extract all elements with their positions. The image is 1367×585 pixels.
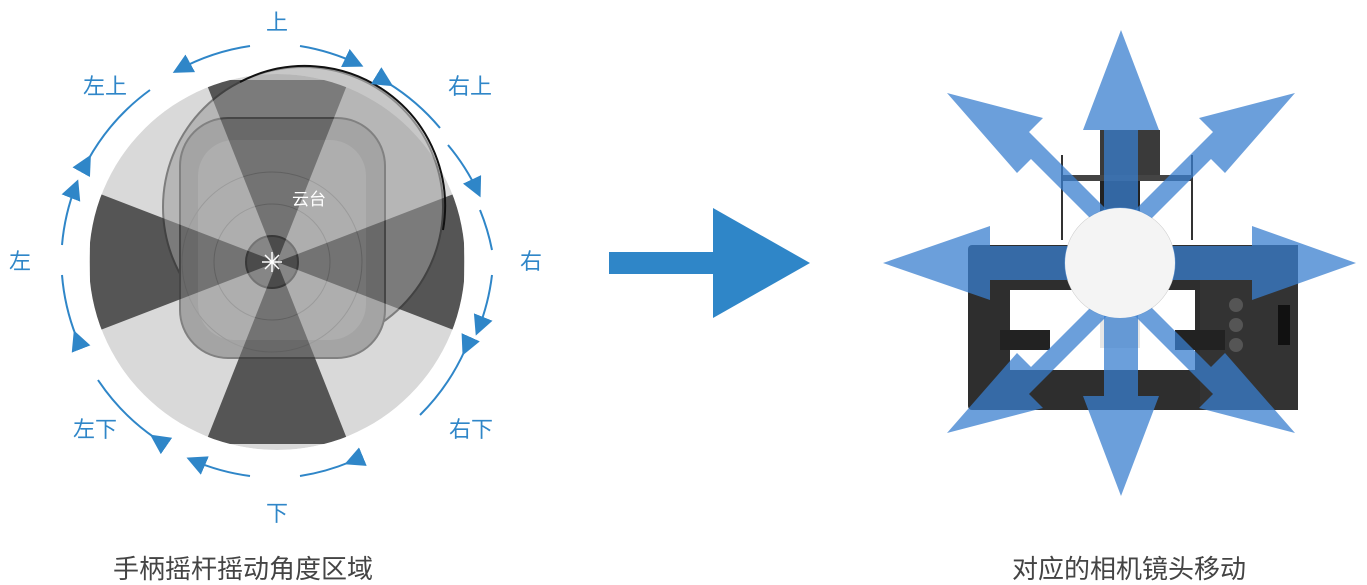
arrow-right-icon: [609, 208, 810, 318]
joystick-zone-diagram: 云台: [9, 11, 542, 585]
label-up-right: 右上: [448, 75, 492, 100]
gimbal-handle-image: [162, 66, 444, 359]
arrow-up-left: [947, 93, 1128, 256]
gimbal-lens: [1065, 208, 1175, 318]
camera-movement-diagram: 对应的相机镜头移动: [883, 30, 1356, 585]
ring-arc-bottom-right: [299, 447, 367, 477]
ring-arc-right-upper: [447, 144, 482, 198]
device-outline-arc: [239, 64, 447, 231]
ring-arc-upper-left: [72, 89, 151, 178]
label-down: 下: [266, 502, 288, 527]
ring-arc-left-mid-up: [61, 179, 81, 246]
label-right: 右: [520, 250, 542, 275]
arrow-up-right: [1114, 93, 1295, 256]
ring-arc-top-right: [299, 45, 364, 68]
ring-arc-lower-right: [419, 333, 480, 416]
direction-ring: [61, 45, 493, 477]
label-up: 上: [266, 11, 288, 36]
ring-arc-top-left: [172, 45, 251, 73]
movement-arrows: [883, 30, 1356, 496]
ring-arc-lower-left: [97, 379, 173, 455]
arrow-left: [883, 226, 1120, 300]
label-left: 左: [9, 250, 31, 275]
caption-right: 对应的相机镜头移动: [1012, 555, 1246, 585]
arrow-down-right: [1114, 270, 1295, 433]
ring-arc-upper-right: [370, 67, 441, 129]
arrow-down: [1083, 266, 1159, 496]
label-down-left: 左下: [73, 418, 117, 443]
caption-left: 手柄摇杆摇动角度区域: [113, 555, 373, 585]
arrow-right: [1122, 226, 1356, 300]
ring-arc-bottom-left: [186, 456, 251, 477]
ring-arc-right-mid-down: [473, 274, 493, 336]
joystick-center-icon: [262, 252, 282, 272]
ring-arc-left-mid-down: [61, 274, 91, 353]
ring-arc-right-mid-up: [479, 209, 493, 251]
arrow-up: [1083, 30, 1159, 260]
arrow-down-left: [947, 270, 1128, 433]
device-text: 云台: [292, 190, 326, 210]
label-down-right: 右下: [449, 418, 493, 443]
label-up-left: 左上: [83, 75, 127, 100]
